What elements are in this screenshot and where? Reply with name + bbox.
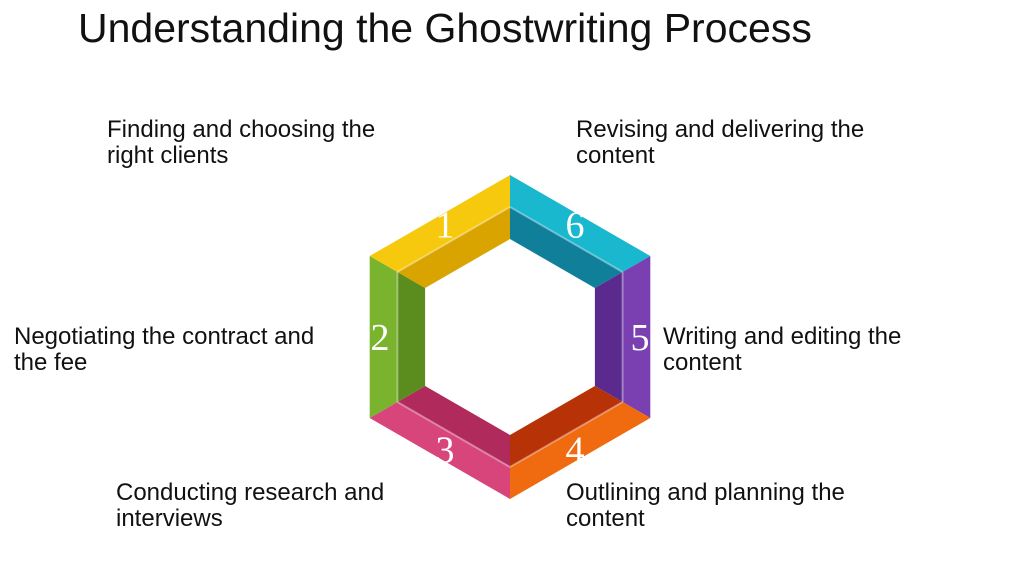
step-6-line-1: Revising and delivering the bbox=[576, 116, 865, 143]
step-4-line-2: content bbox=[566, 505, 645, 532]
step-6-bevel-line bbox=[509, 206, 624, 273]
step-6-description: Revising and delivering the content bbox=[576, 117, 864, 169]
step-6-line-2: content bbox=[576, 142, 655, 169]
step-2-line-2: the fee bbox=[14, 349, 88, 376]
step-4-inner-face bbox=[510, 386, 623, 467]
segment-layer bbox=[369, 175, 651, 499]
step-5-line-1: Writing and editing the bbox=[663, 323, 902, 350]
step-1-segment bbox=[369, 175, 511, 288]
step-6-inner-face bbox=[510, 207, 623, 288]
step-1-inner-face bbox=[397, 207, 510, 288]
step-3-bevel-line bbox=[396, 401, 511, 468]
step-2-number: 2 bbox=[371, 317, 390, 359]
step-1-number: 1 bbox=[436, 204, 455, 246]
step-2-inner-face bbox=[397, 272, 426, 402]
step-2-outer-face bbox=[369, 256, 398, 418]
step-5-line-2: content bbox=[663, 349, 742, 376]
step-3-number: 3 bbox=[436, 430, 455, 472]
step-3-line-2: interviews bbox=[116, 505, 223, 532]
step-5-description: Writing and editing the content bbox=[663, 324, 901, 376]
number-layer: 6 5 4 3 2 1 bbox=[371, 204, 650, 471]
step-4-line-1: Outlining and planning the bbox=[566, 479, 845, 506]
step-4-segment bbox=[509, 386, 651, 499]
step-5-segment bbox=[594, 256, 651, 418]
page-title: Understanding the Ghostwriting Process bbox=[78, 5, 812, 51]
step-4-outer-face bbox=[510, 402, 651, 499]
step-2-description: Negotiating the contract and the fee bbox=[14, 324, 314, 376]
step-5-number: 5 bbox=[631, 317, 650, 359]
step-6-segment bbox=[509, 175, 651, 288]
step-4-bevel-line bbox=[509, 401, 624, 468]
step-1-bevel-line bbox=[396, 206, 511, 273]
step-3-line-1: Conducting research and bbox=[116, 479, 385, 506]
step-5-inner-face bbox=[594, 272, 623, 402]
step-2-segment bbox=[369, 256, 426, 418]
step-4-description: Outlining and planning the content bbox=[566, 480, 845, 532]
step-3-outer-face bbox=[369, 402, 510, 499]
step-1-line-2: right clients bbox=[107, 142, 229, 169]
step-3-inner-face bbox=[397, 386, 510, 467]
step-3-description: Conducting research and interviews bbox=[116, 480, 384, 532]
step-5-outer-face bbox=[622, 256, 651, 418]
step-3-segment bbox=[369, 386, 511, 499]
step-6-number: 6 bbox=[566, 204, 585, 246]
step-4-number: 4 bbox=[566, 430, 585, 472]
step-1-description: Finding and choosing the right clients bbox=[107, 117, 375, 169]
step-1-outer-face bbox=[369, 175, 510, 272]
step-1-line-1: Finding and choosing the bbox=[107, 116, 376, 143]
step-6-outer-face bbox=[510, 175, 651, 272]
step-2-line-1: Negotiating the contract and bbox=[14, 323, 315, 350]
